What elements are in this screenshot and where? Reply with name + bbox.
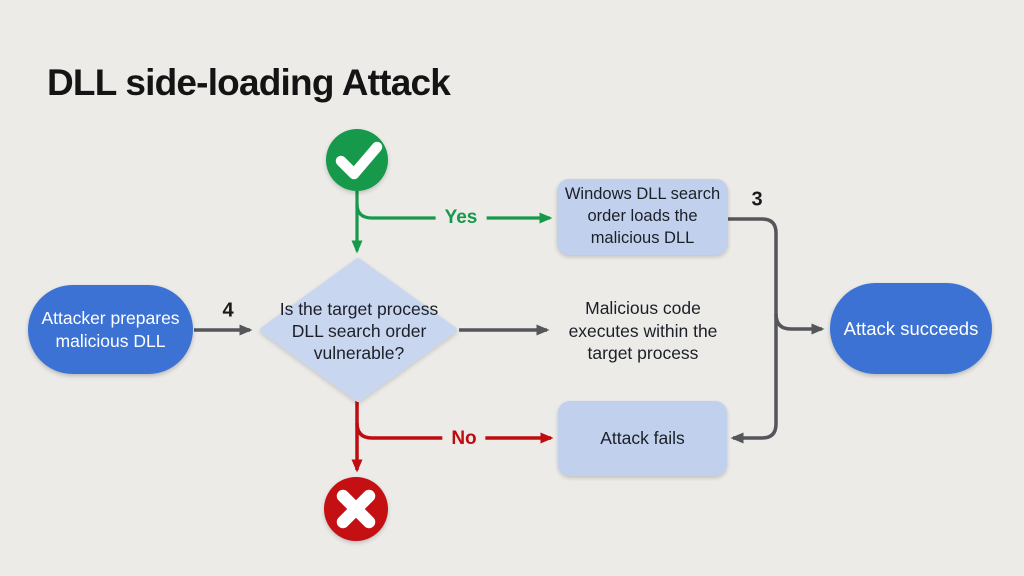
node-attacker-prepares: Attacker prepares malicious DLL bbox=[28, 285, 193, 374]
failure-x-icon bbox=[324, 477, 388, 541]
node-attack-succeeds-label: Attack succeeds bbox=[843, 317, 979, 339]
edge-no-to-attack-fails bbox=[355, 422, 554, 444]
node-decision-label: Is the target process DLL search order v… bbox=[279, 298, 439, 364]
step-number-3: 3 bbox=[751, 188, 763, 211]
page-title: DLL side-loading Attack bbox=[47, 62, 451, 103]
node-attack-fails: Attack fails bbox=[558, 401, 727, 476]
node-windows-dll-loads-label: Windows DLL search order loads the malic… bbox=[564, 185, 721, 247]
edge-branch-to-attack-succeeds bbox=[774, 313, 825, 335]
node-attack-fails-label: Attack fails bbox=[600, 427, 685, 448]
node-windows-dll-loads: Windows DLL search order loads the malic… bbox=[557, 179, 728, 255]
node-malicious-code-executes: Malicious code executes within the targe… bbox=[568, 297, 718, 364]
node-attacker-prepares-label: Attacker prepares malicious DLL bbox=[41, 308, 180, 351]
node-attack-succeeds: Attack succeeds bbox=[830, 283, 992, 374]
step-number-4: 4 bbox=[222, 299, 234, 322]
edge-yes-to-windows bbox=[355, 203, 553, 224]
edge-label-no: No bbox=[442, 428, 486, 450]
decision-diamond-shape bbox=[260, 258, 457, 402]
edge-windows-loop-to-attack-fails bbox=[728, 217, 778, 444]
edge-label-yes: Yes bbox=[435, 207, 487, 229]
success-check-icon bbox=[326, 129, 388, 191]
